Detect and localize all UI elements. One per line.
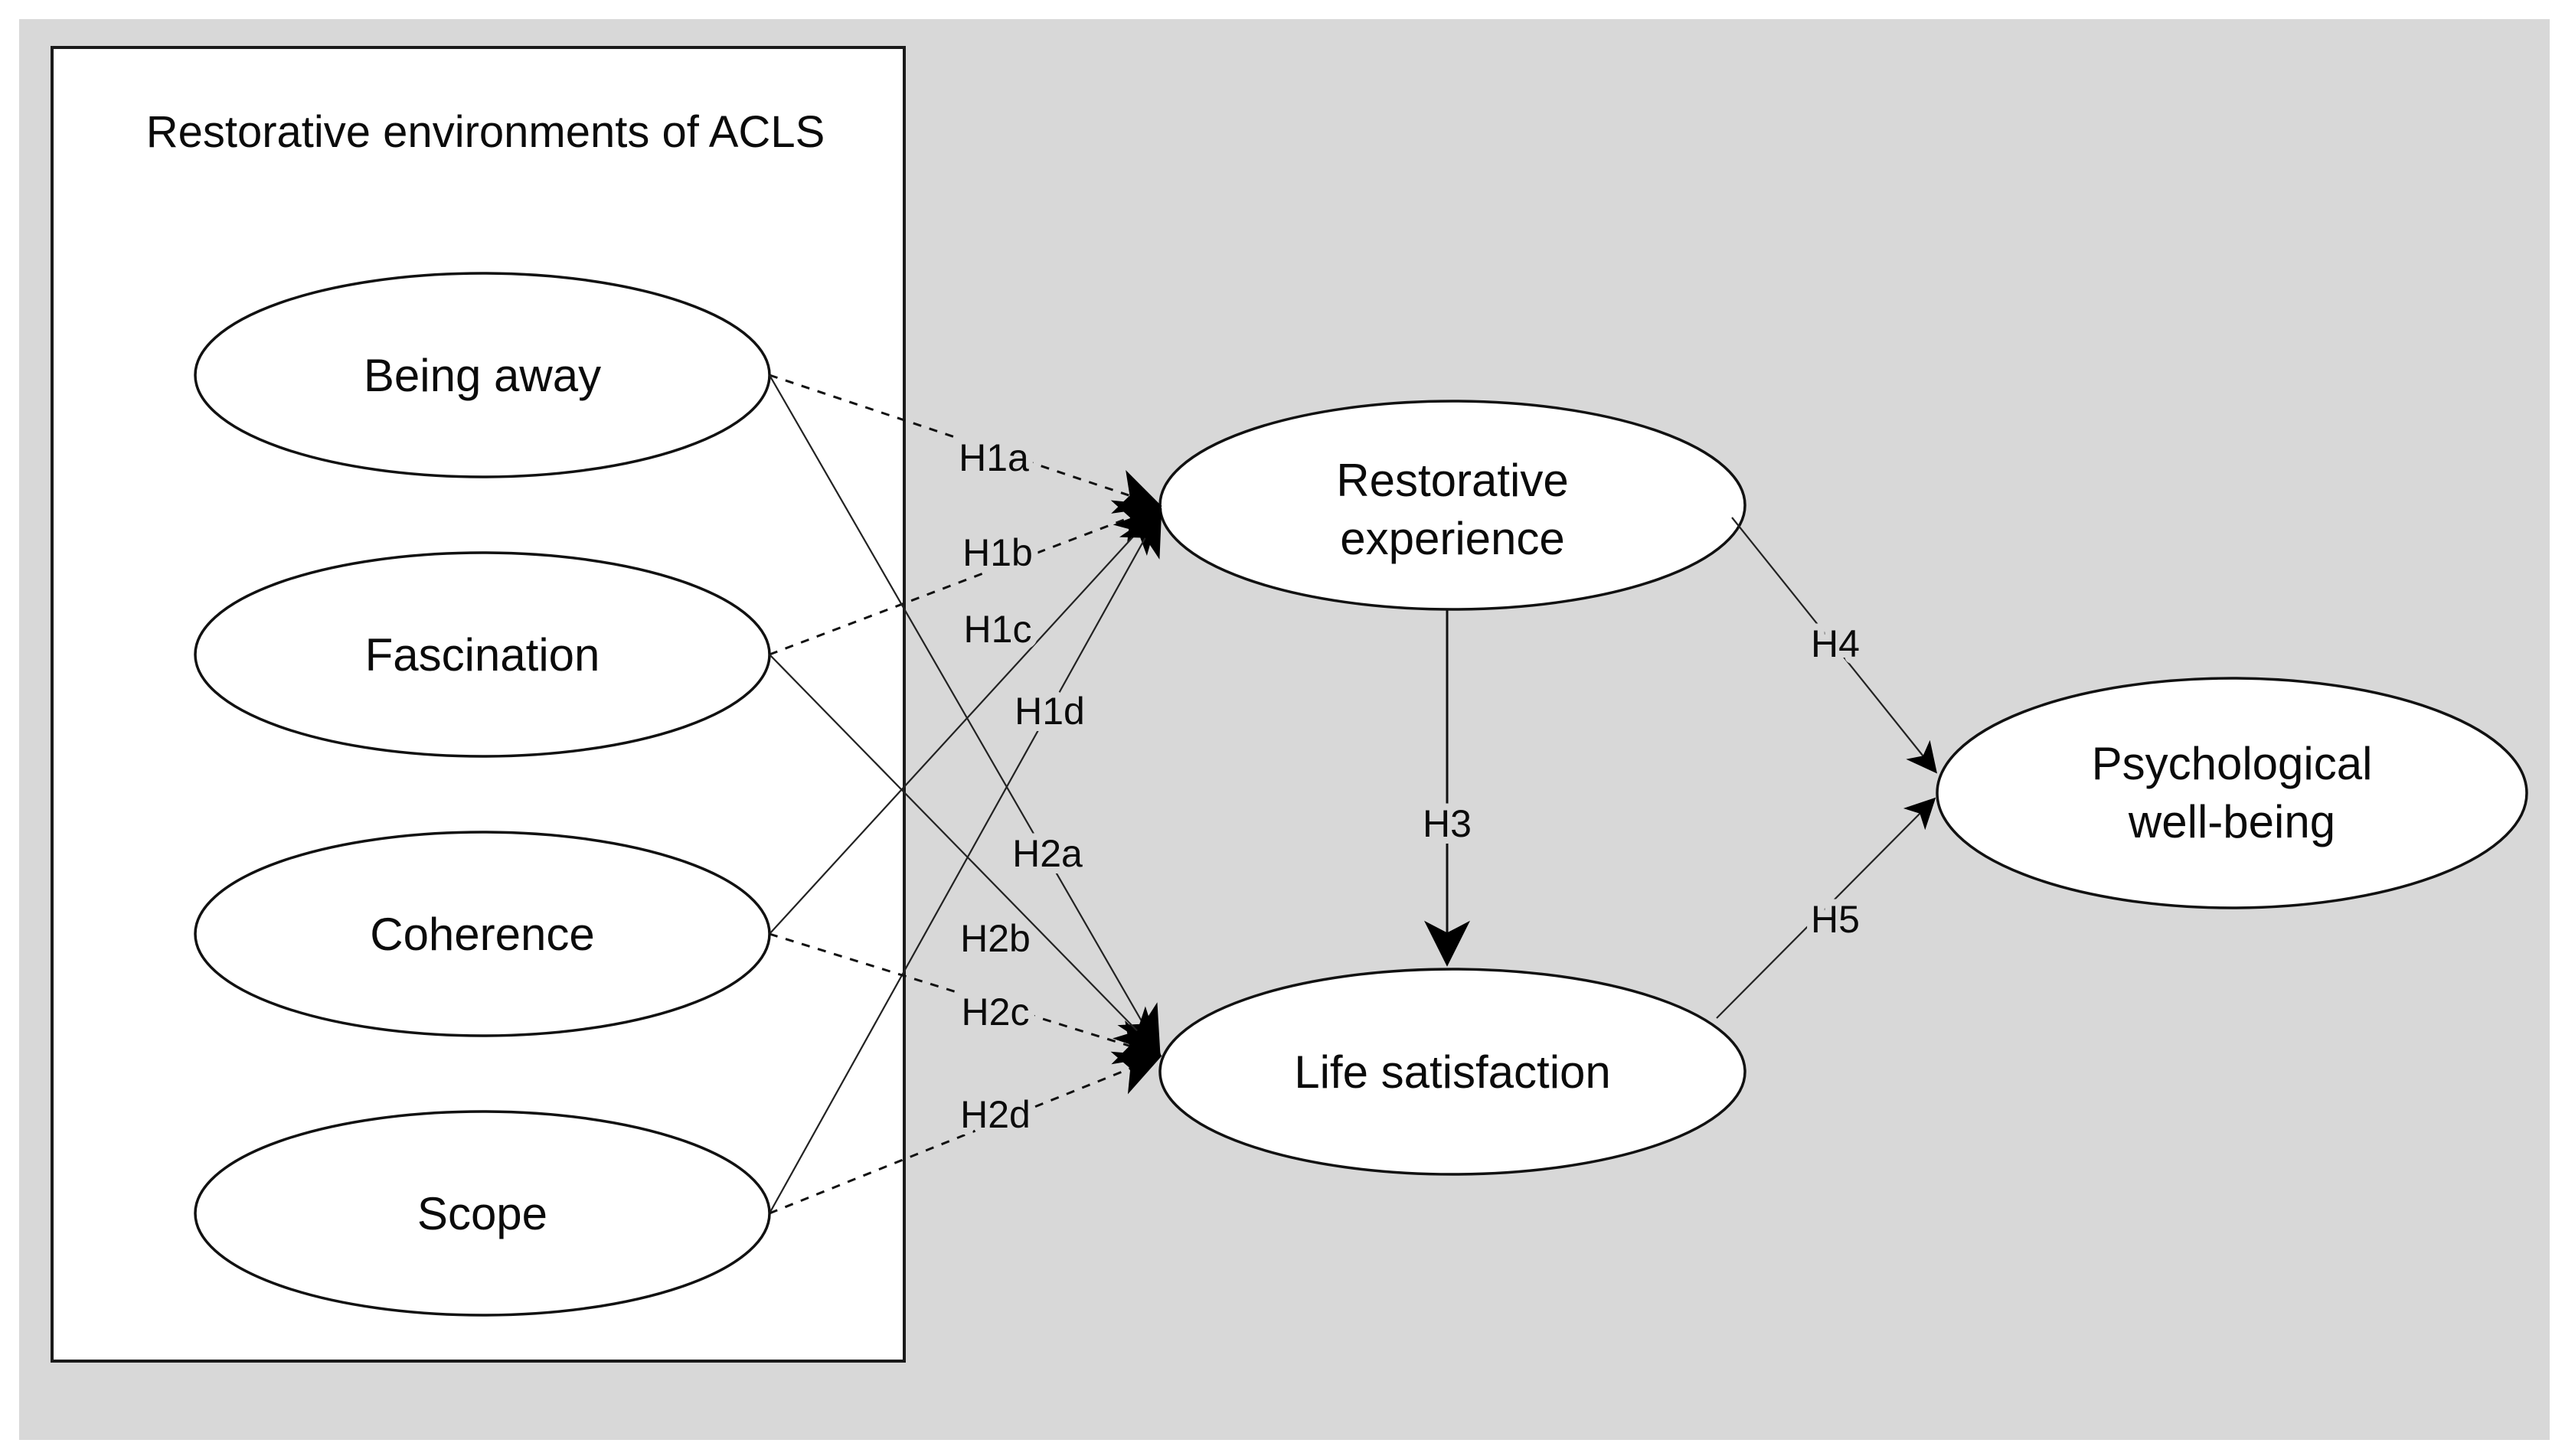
hypothesis-label-h5: H5 <box>1811 898 1860 941</box>
edge-h1d-scope-to-restorative-experience <box>769 508 1162 1214</box>
edge-h2d-scope-to-life-satisfaction <box>769 1051 1162 1215</box>
edge-h4-restorative-experience-to-psychological-well-being <box>1731 517 1938 774</box>
node-life-satisfaction-label: Life satisfaction <box>1294 1046 1611 1098</box>
hypothesis-label-h1b: H1b <box>962 531 1033 574</box>
edge-h2a-being-away-to-life-satisfaction <box>769 374 1161 1054</box>
node-psychological-well-being-label-line1: Psychological <box>2092 738 2373 789</box>
hypothesis-label-h2d: H2d <box>960 1093 1031 1136</box>
hypothesis-label-h4: H4 <box>1811 622 1860 665</box>
node-fascination-label: Fascination <box>365 629 600 681</box>
node-psychological-well-being-ellipse <box>1936 677 2528 909</box>
edge-h2c-coherence-to-life-satisfaction <box>769 932 1162 1065</box>
edge-h1b-fascination-to-restorative-experience <box>769 500 1162 656</box>
hypothesis-label-h2a: H2a <box>1012 832 1083 875</box>
hypothesis-label-h1a: H1a <box>959 436 1029 479</box>
node-being-away-label: Being away <box>364 350 601 401</box>
hypothesis-label-h1d: H1d <box>1015 690 1085 733</box>
edge-h5-life-satisfaction-to-psychological-well-being <box>1716 797 1936 1019</box>
node-restorative-experience-label-line1: Restorative <box>1336 455 1568 506</box>
node-restorative-experience-label-line2: experience <box>1340 513 1565 564</box>
node-coherence-label: Coherence <box>370 909 595 960</box>
panel-title: Restorative environments of ACLS <box>146 107 825 157</box>
hypothesis-label-h3: H3 <box>1423 802 1472 845</box>
hypothesis-label-h2b: H2b <box>960 917 1031 960</box>
node-scope-label: Scope <box>417 1188 547 1239</box>
node-psychological-well-being-label-line2: well-being <box>2128 796 2335 847</box>
hypothesis-label-h1c: H1c <box>964 608 1032 651</box>
edge-h1c-coherence-to-restorative-experience <box>769 506 1162 935</box>
edge-h1a-being-away-to-restorative-experience <box>769 374 1162 514</box>
hypothesis-label-h2c: H2c <box>962 991 1030 1033</box>
edge-h2b-fascination-to-life-satisfaction <box>769 654 1162 1056</box>
